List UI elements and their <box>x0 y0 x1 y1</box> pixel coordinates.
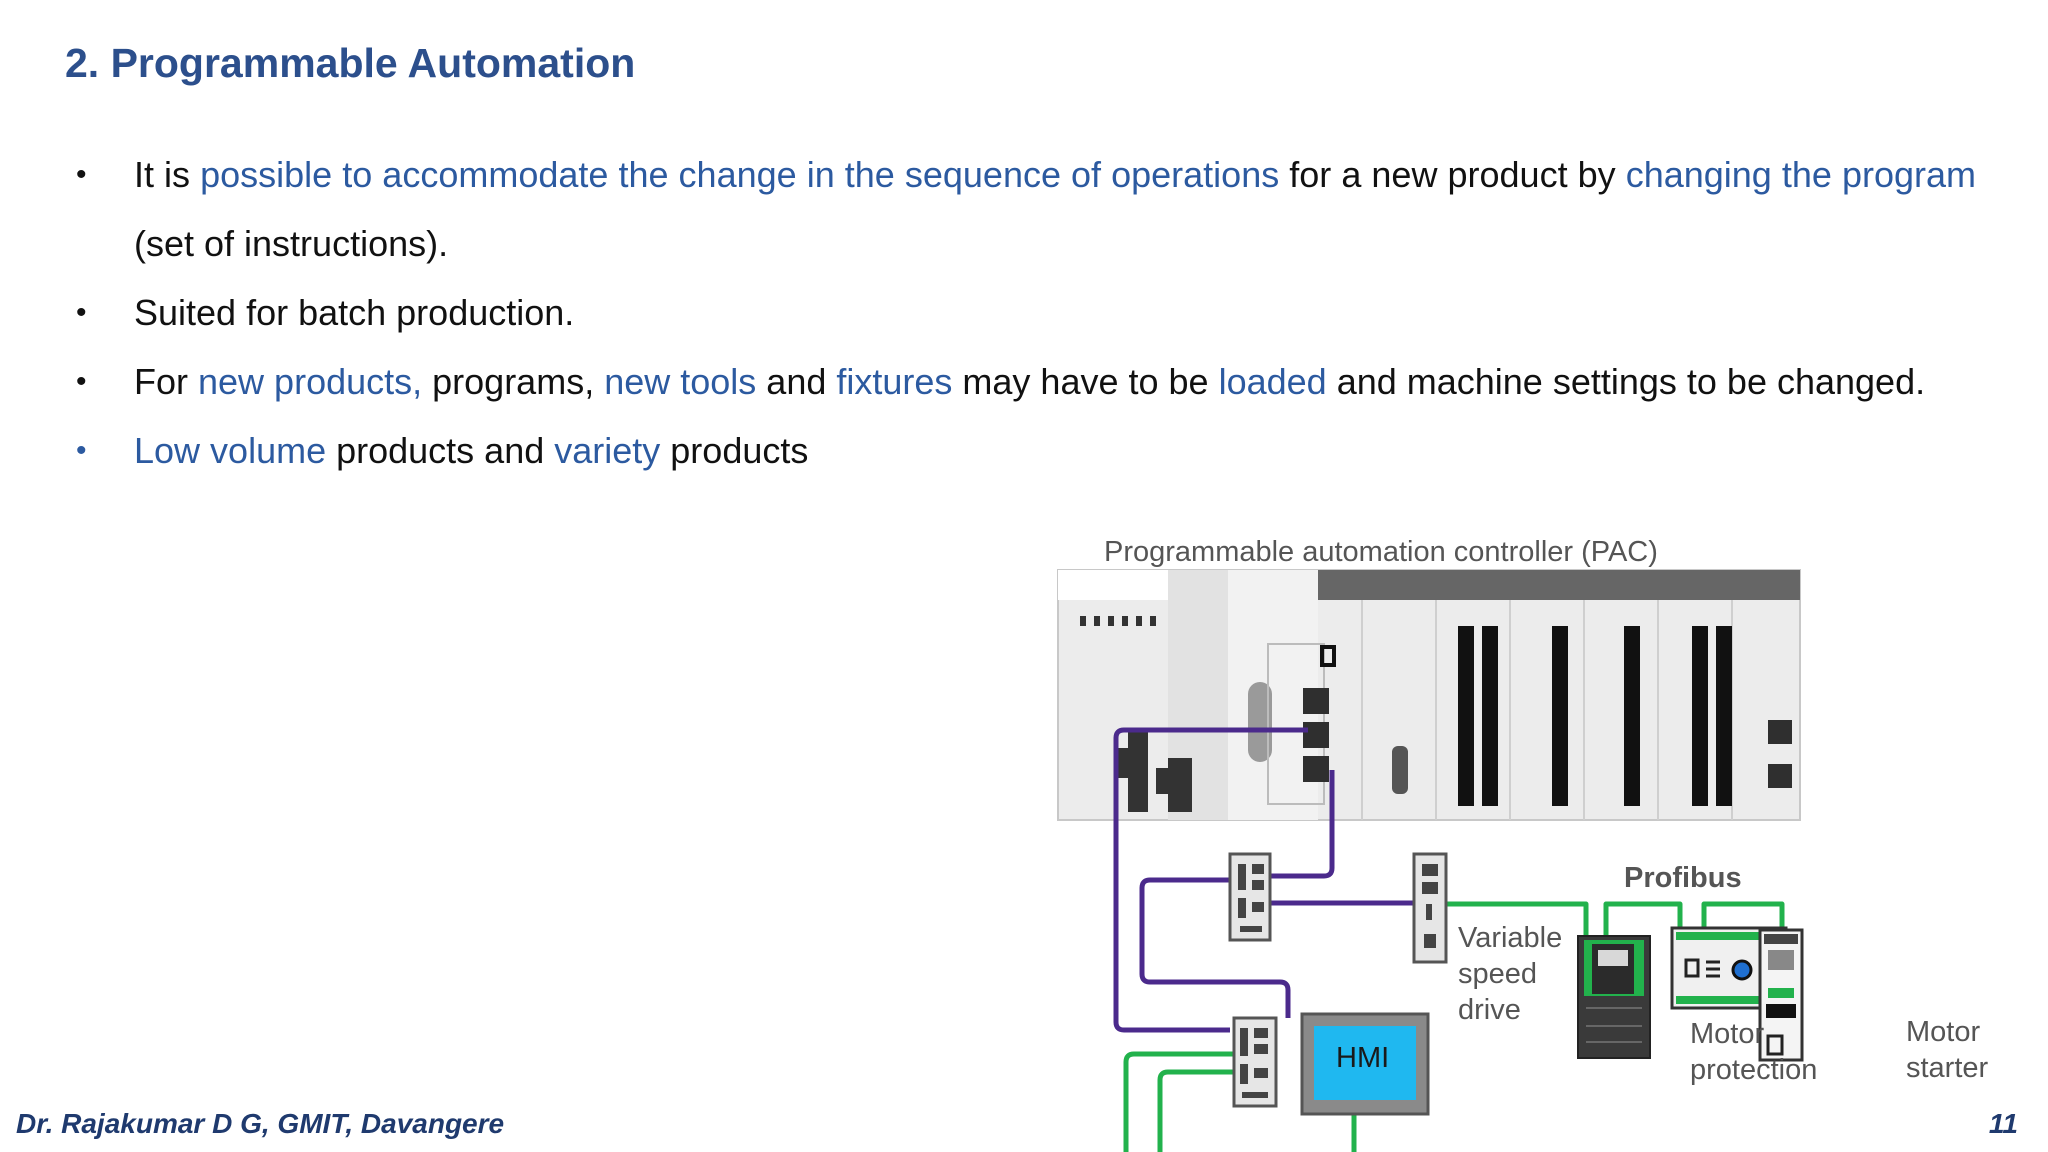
bullet-text: products <box>660 430 809 471</box>
bullet-text: programs, <box>422 361 605 402</box>
bullet-text: and machine settings to be changed. <box>1326 361 1926 402</box>
motor-starter-label: Motor starter <box>1906 1016 1989 1084</box>
pac-diagram: Programmable automation controller (PAC)… <box>1040 520 2040 1152</box>
switch-modules <box>1228 852 1448 1108</box>
motor-protection-label: Motor protection <box>1690 1018 1818 1086</box>
bullet-text: products and <box>326 430 555 471</box>
page-number: 11 <box>1988 1108 2018 1139</box>
vsd-label: Variable speed drive <box>1458 922 1563 1026</box>
highlighted-text: fixtures <box>836 361 953 402</box>
highlighted-text: Low volume <box>134 430 327 471</box>
highlighted-text: variety <box>554 430 661 471</box>
slide-title: 2. Programmable Automation <box>65 40 636 86</box>
bullet-list: • It is possible to accommodate the chang… <box>76 140 1976 485</box>
hmi-label: HMI <box>1336 1042 1390 1074</box>
bullet-item: • Low volume products and variety product… <box>76 416 1976 485</box>
footer-author: Dr. Rajakumar D G, GMIT, Davangere <box>16 1108 505 1139</box>
bullet-item: • Suited for batch production. <box>76 278 1976 347</box>
pac-label: Programmable automation controller (PAC) <box>1104 536 1658 568</box>
bullet-marker: • <box>76 365 87 398</box>
highlighted-text: new tools <box>604 361 757 402</box>
bullet-text: For <box>134 361 199 402</box>
pac-network-drawing <box>1057 569 1804 1152</box>
bullet-item: • For new products, programs, new tools a… <box>76 347 1976 416</box>
highlighted-text: possible to accommodate the change in th… <box>200 154 1280 195</box>
bullet-text: It is <box>134 154 201 195</box>
pac-rack <box>1057 569 1801 821</box>
bullet-text: (set of instructions). <box>134 223 449 264</box>
highlighted-text: changing the program <box>1625 154 1977 195</box>
highlighted-text: loaded <box>1218 361 1327 402</box>
bullet-text: and <box>756 361 837 402</box>
bullet-marker: • <box>76 434 87 467</box>
motor-starter-device <box>1758 928 1804 1062</box>
vsd-device <box>1577 935 1651 1059</box>
bullet-marker: • <box>76 158 87 191</box>
bullet-item: • It is possible to accommodate the chang… <box>76 140 1976 278</box>
bullet-text: Suited for batch production. <box>134 292 575 333</box>
bullet-text: may have to be <box>952 361 1219 402</box>
hmi-panel <box>1300 1012 1430 1116</box>
bullet-text: for a new product by <box>1279 154 1626 195</box>
highlighted-text: new products, <box>198 361 423 402</box>
profibus-label: Profibus <box>1624 862 1742 894</box>
bullet-marker: • <box>76 296 87 329</box>
